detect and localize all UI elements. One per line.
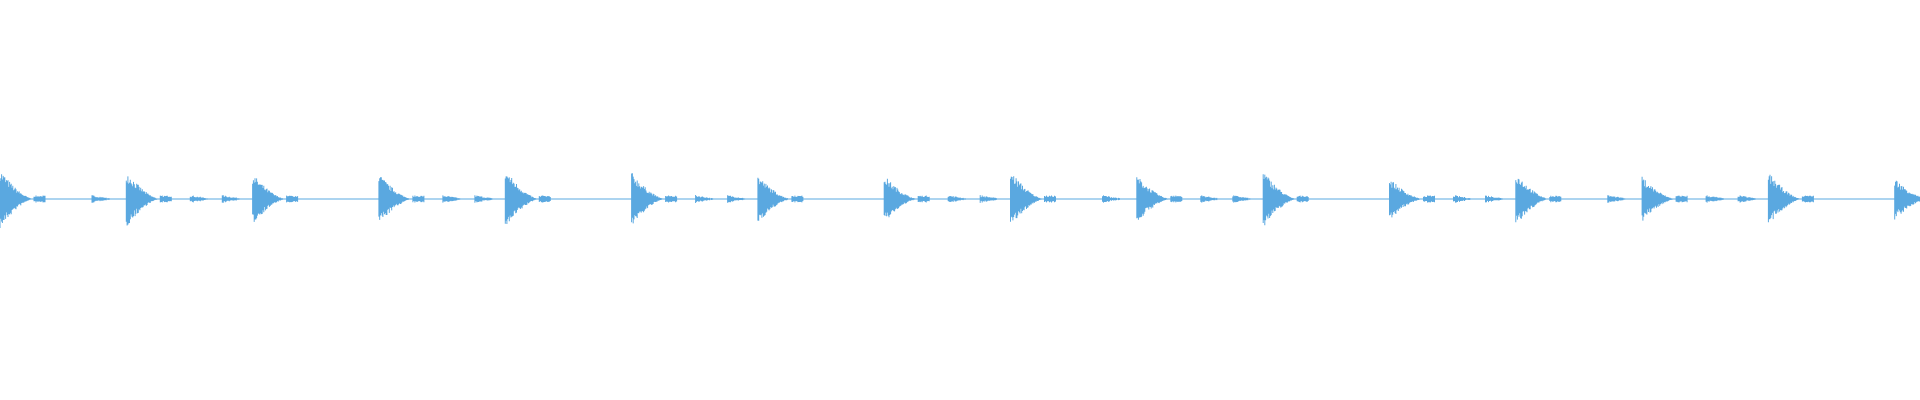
waveform-hit xyxy=(1389,181,1503,218)
waveform-ghost-note xyxy=(947,196,966,202)
waveform-burst xyxy=(1767,174,1814,223)
waveform-burst xyxy=(1136,177,1183,220)
waveform-ghost-note xyxy=(474,195,493,203)
waveform-hit xyxy=(1767,174,1814,223)
waveform-ghost-note xyxy=(1607,195,1626,203)
waveform-burst xyxy=(1515,178,1562,223)
waveform-burst xyxy=(252,178,299,222)
waveform-ghost-note xyxy=(1485,195,1503,203)
waveform-burst xyxy=(504,176,551,224)
waveform-hit xyxy=(252,178,299,222)
waveform-ghost-note xyxy=(1102,195,1120,203)
waveform-hit xyxy=(504,176,551,224)
waveform-hit xyxy=(1136,177,1251,220)
waveform-ghost-note xyxy=(1737,195,1756,203)
waveform-burst xyxy=(1262,174,1309,226)
waveform-burst xyxy=(378,177,425,220)
waveform-burst xyxy=(0,174,46,228)
waveform-hit xyxy=(1641,176,1756,221)
waveform-ghost-note xyxy=(189,195,208,203)
waveform-ghost-note xyxy=(91,195,110,203)
waveform-hit xyxy=(1010,176,1120,222)
waveform-burst xyxy=(125,176,172,226)
waveform-ghost-note xyxy=(442,195,461,203)
waveform-ghost-note xyxy=(1705,195,1724,203)
waveform-burst xyxy=(1641,176,1688,221)
waveform-ghost-note xyxy=(979,195,998,203)
waveform-hit xyxy=(757,177,804,221)
waveform-hit xyxy=(1262,174,1309,226)
waveform-burst xyxy=(1894,180,1920,220)
waveform-hit xyxy=(883,178,998,218)
waveform-hit xyxy=(378,177,493,220)
waveform-burst xyxy=(883,178,930,218)
waveform-hit xyxy=(0,174,110,228)
waveform-ghost-note xyxy=(1453,195,1471,203)
waveform-burst xyxy=(757,177,804,221)
waveform-burst xyxy=(631,173,678,224)
waveform-hit xyxy=(125,176,240,226)
waveform-ghost-note xyxy=(1232,195,1251,203)
waveform-burst xyxy=(1389,181,1435,218)
waveform-hit xyxy=(1894,180,1920,220)
waveform-ghost-note xyxy=(695,195,714,203)
waveform-burst xyxy=(1010,176,1056,222)
waveform-ghost-note xyxy=(1200,195,1219,203)
waveform-hit xyxy=(631,173,746,224)
waveform-ghost-note xyxy=(727,195,746,203)
waveform-ghost-note xyxy=(221,195,240,203)
waveform-hit xyxy=(1515,178,1626,223)
waveform-hits xyxy=(0,173,1920,228)
